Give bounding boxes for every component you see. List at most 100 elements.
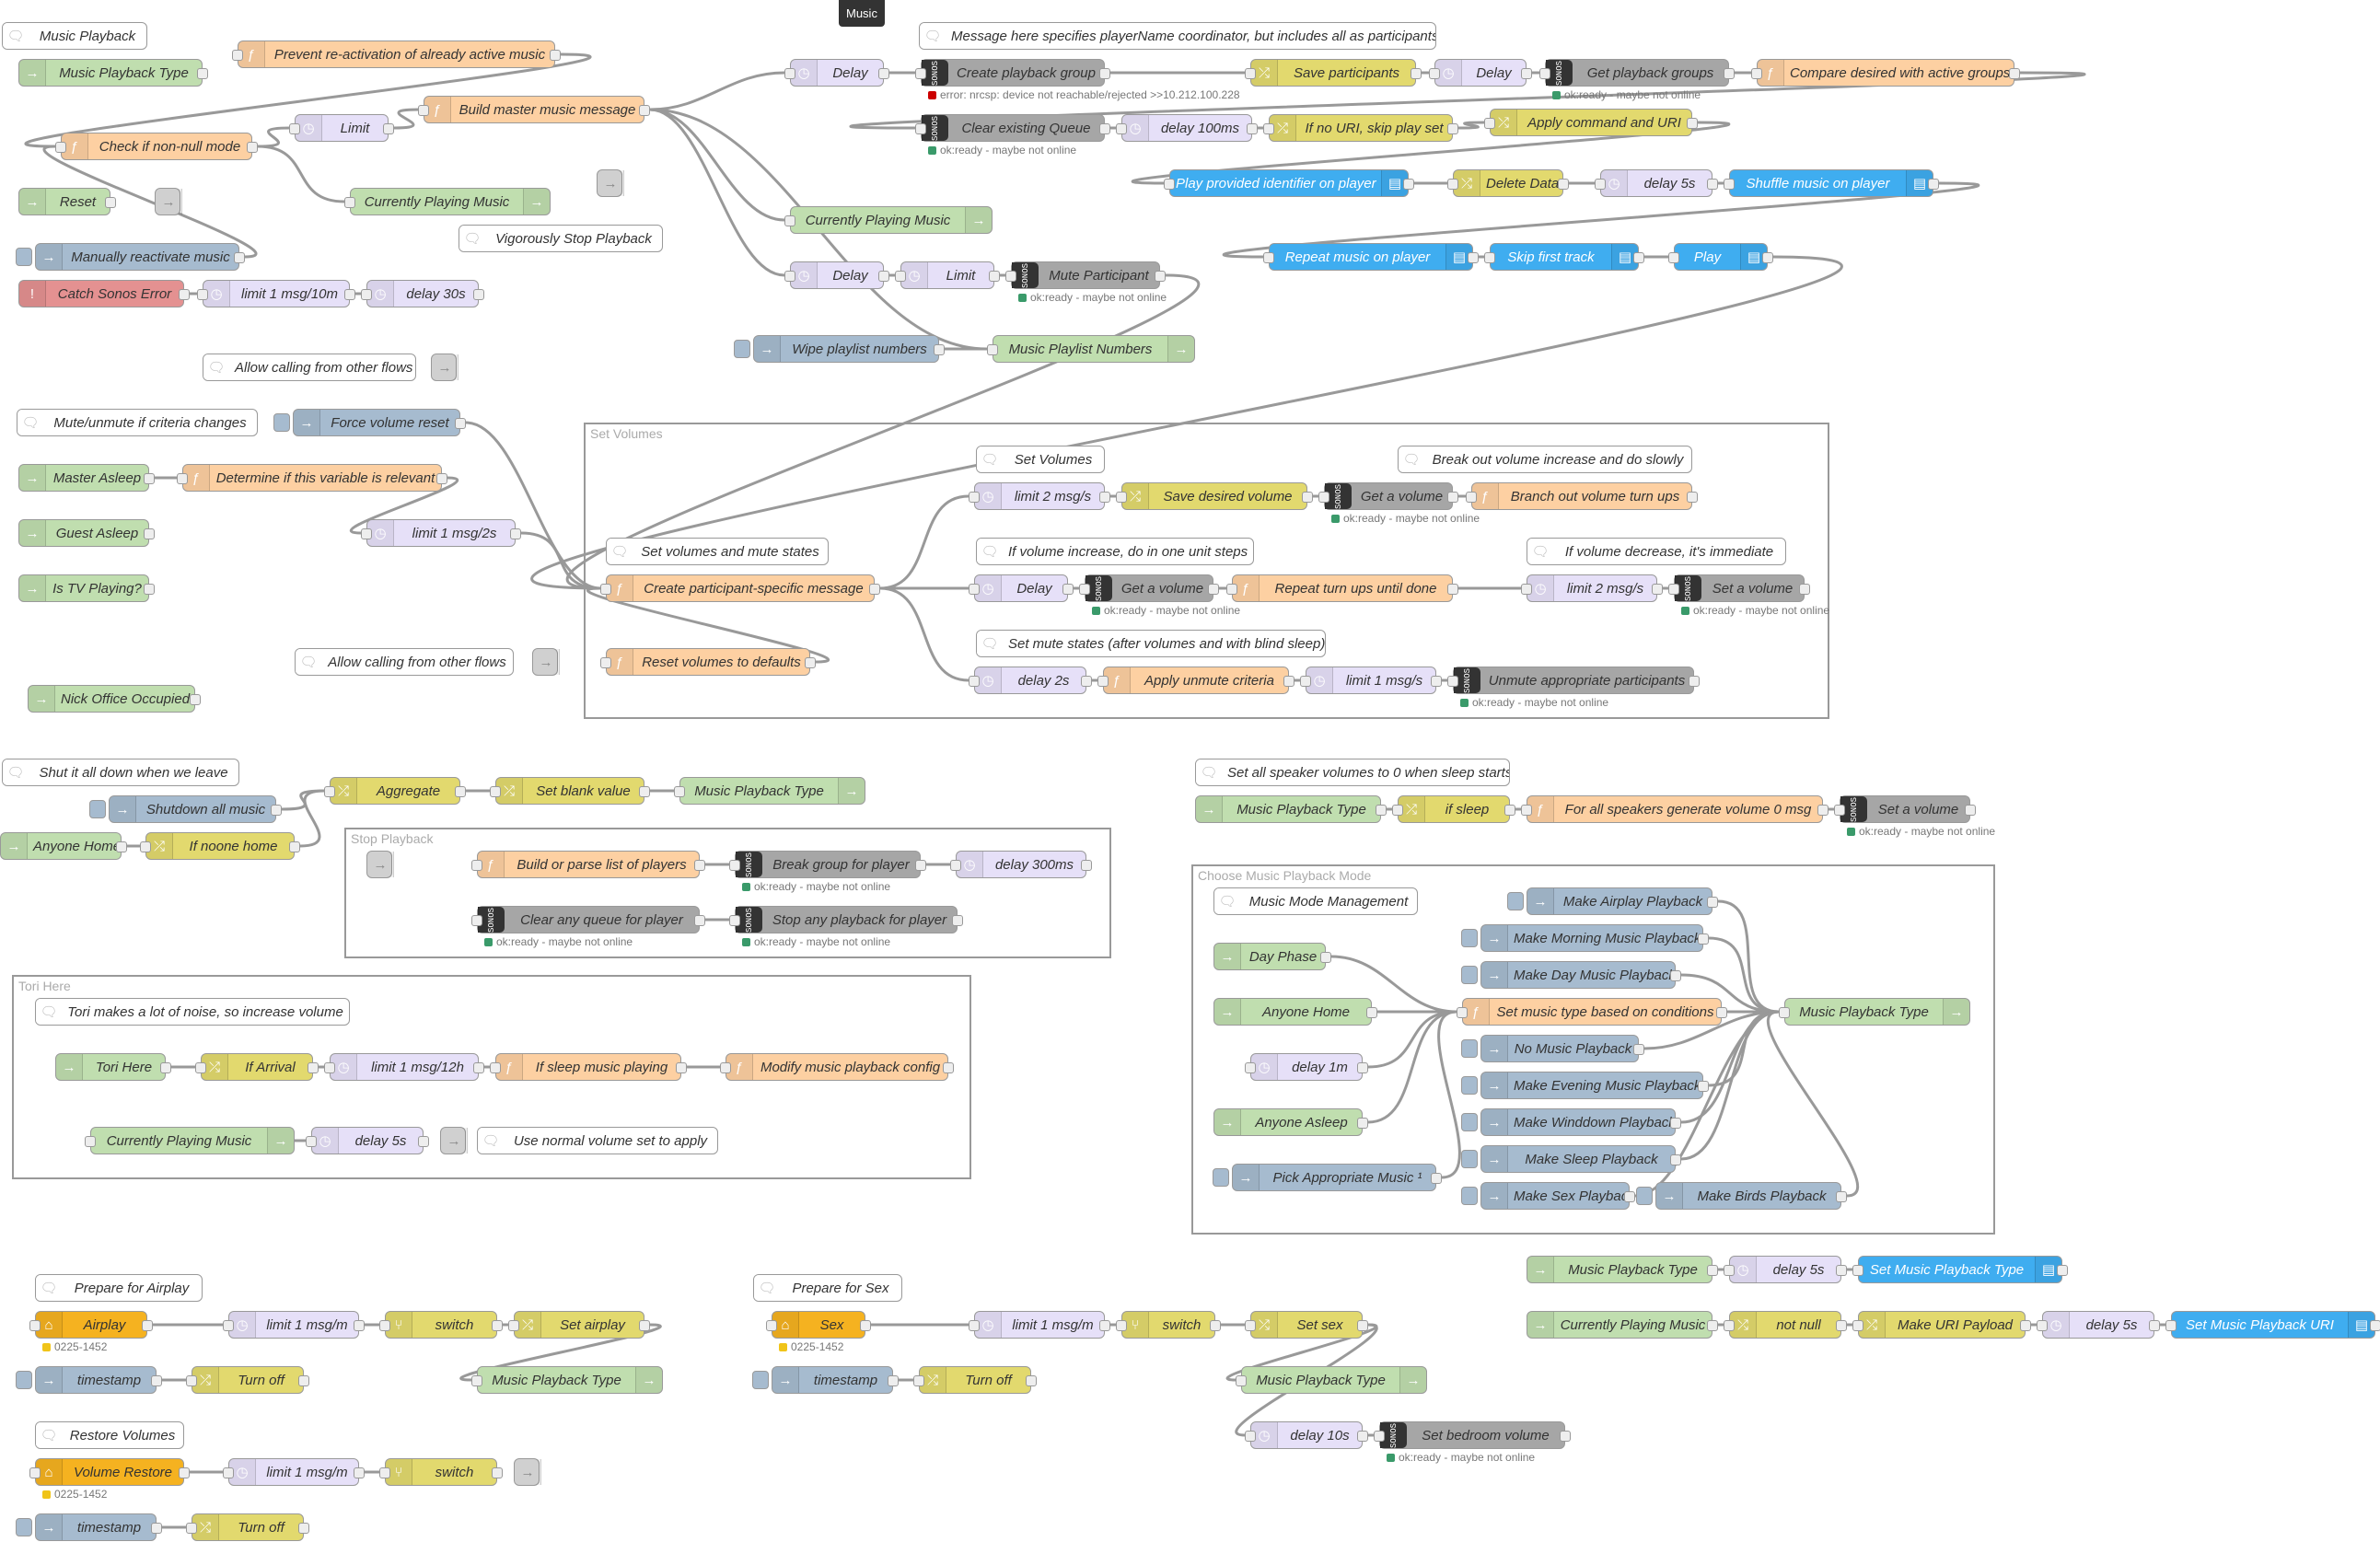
output-port[interactable]: [1302, 492, 1313, 503]
make-evening-node[interactable]: →Make Evening Music Playback: [1461, 1072, 1709, 1099]
output-port[interactable]: [1357, 1118, 1368, 1129]
switch-c-node[interactable]: ⑂switch: [379, 1458, 503, 1486]
output-port[interactable]: [1504, 805, 1515, 816]
output-port[interactable]: [455, 418, 466, 429]
limit-12h-node[interactable]: ◷limit 1 msg/12h: [324, 1053, 484, 1081]
output-port[interactable]: [247, 142, 258, 153]
output-port[interactable]: [915, 860, 926, 871]
input-port[interactable]: [186, 1375, 197, 1386]
output-port[interactable]: [271, 805, 282, 816]
c-break-out-comment[interactable]: 🗨Break out volume increase and do slowly: [1398, 446, 1692, 473]
timestamp-c-node[interactable]: →timestamp: [16, 1513, 162, 1541]
input-port[interactable]: [140, 841, 151, 852]
inject-trigger-button[interactable]: [16, 1371, 32, 1389]
output-port[interactable]: [1633, 252, 1644, 263]
input-port[interactable]: [361, 289, 372, 300]
timestamp-b-node[interactable]: →timestamp: [752, 1366, 899, 1394]
delay-b-node[interactable]: ◷Delay: [1429, 59, 1532, 87]
output-port[interactable]: [805, 657, 816, 668]
input-port[interactable]: [471, 860, 482, 871]
output-port[interactable]: [160, 1062, 171, 1073]
delay-1m-node[interactable]: ◷delay 1m: [1245, 1053, 1368, 1081]
output-port[interactable]: [492, 1467, 503, 1478]
input-port[interactable]: [1164, 179, 1175, 190]
input-port[interactable]: [324, 1062, 335, 1073]
anyone-home-1-node[interactable]: →Anyone Home: [0, 832, 127, 860]
output-port[interactable]: [197, 68, 208, 79]
output-port[interactable]: [943, 1062, 954, 1073]
inject-trigger-button[interactable]: [1636, 1187, 1653, 1205]
make-morning-node[interactable]: →Make Morning Music Playback: [1461, 924, 1709, 952]
output-port[interactable]: [1099, 123, 1110, 134]
music-playback-type-7-node[interactable]: →Music Playback Type: [1527, 1256, 1718, 1283]
output-port[interactable]: [116, 841, 127, 852]
limit-10m-node[interactable]: ◷limit 1 msg/10m: [197, 280, 355, 307]
c-set-mute-states-comment[interactable]: 🗨Set mute states (after volumes and with…: [976, 630, 1326, 657]
make-airplay-node[interactable]: →Make Airplay Playback: [1507, 887, 1718, 915]
output-port[interactable]: [151, 1523, 162, 1534]
output-port[interactable]: [1155, 271, 1166, 282]
limit-1msg-s-node[interactable]: ◷limit 1 msg/s: [1300, 667, 1442, 694]
output-port[interactable]: [144, 473, 155, 484]
input-port[interactable]: [471, 1375, 482, 1386]
output-port[interactable]: [510, 528, 521, 539]
link-out-node[interactable]: →: [597, 169, 624, 197]
output-port[interactable]: [1376, 805, 1387, 816]
input-port[interactable]: [1447, 179, 1458, 190]
inject-trigger-button[interactable]: [1461, 929, 1478, 947]
delay-c-node[interactable]: ◷Delay: [784, 261, 889, 289]
input-port[interactable]: [1779, 1007, 1790, 1018]
output-port[interactable]: [234, 252, 245, 263]
c-vigorously-stop-comment[interactable]: 🗨Vigorously Stop Playback: [459, 225, 663, 252]
output-port[interactable]: [1366, 1007, 1377, 1018]
c-set-volumes-mute-comment[interactable]: 🗨Set volumes and mute states: [606, 538, 829, 565]
limit-m-a-node[interactable]: ◷limit 1 msg/m: [223, 1311, 365, 1339]
music-playback-type-3-node[interactable]: →Music Playback Type: [1195, 795, 1387, 823]
switch-a-node[interactable]: ⑂switch: [379, 1311, 503, 1339]
play-node[interactable]: ▤Play: [1668, 243, 1773, 271]
output-port[interactable]: [860, 1320, 871, 1331]
input-port[interactable]: [1521, 805, 1532, 816]
output-port[interactable]: [179, 289, 190, 300]
output-port[interactable]: [1670, 970, 1681, 981]
inject-trigger-button[interactable]: [273, 413, 290, 432]
input-port[interactable]: [344, 197, 355, 208]
input-port[interactable]: [2165, 1320, 2177, 1331]
set-music-playback-type-node[interactable]: ▤Set Music Playback Type: [1852, 1256, 2068, 1283]
output-port[interactable]: [676, 1062, 687, 1073]
c-tori-noise-comment[interactable]: 🗨Tori makes a lot of noise, so increase …: [35, 998, 350, 1026]
output-port[interactable]: [869, 584, 880, 595]
link-in-node[interactable]: →: [366, 851, 394, 878]
input-port[interactable]: [1263, 123, 1274, 134]
input-port[interactable]: [1392, 805, 1403, 816]
input-port[interactable]: [306, 1136, 317, 1147]
output-port[interactable]: [1698, 933, 1709, 945]
input-port[interactable]: [1318, 492, 1329, 503]
group-stop-playback[interactable]: Stop Playback: [344, 828, 1111, 958]
input-port[interactable]: [1724, 1265, 1735, 1276]
turn-off-c-node[interactable]: ⤮Turn off: [186, 1513, 309, 1541]
output-port[interactable]: [1447, 123, 1458, 134]
inject-trigger-button[interactable]: [1461, 1076, 1478, 1095]
output-port[interactable]: [2149, 1320, 2160, 1331]
input-port[interactable]: [600, 584, 611, 595]
input-port[interactable]: [379, 1320, 390, 1331]
inject-trigger-button[interactable]: [89, 800, 106, 818]
shuffle-music-node[interactable]: ▤Shuffle music on player: [1724, 169, 1939, 197]
output-port[interactable]: [190, 694, 201, 705]
input-port[interactable]: [418, 105, 429, 116]
shutdown-all-music-node[interactable]: →Shutdown all music: [89, 795, 282, 823]
output-port[interactable]: [344, 289, 355, 300]
group-choose-mode[interactable]: Choose Music Playback Mode: [1191, 864, 1995, 1235]
aggregate-node[interactable]: ⤮Aggregate: [324, 777, 466, 805]
limit-m-b-node[interactable]: ◷limit 1 msg/m: [969, 1311, 1110, 1339]
